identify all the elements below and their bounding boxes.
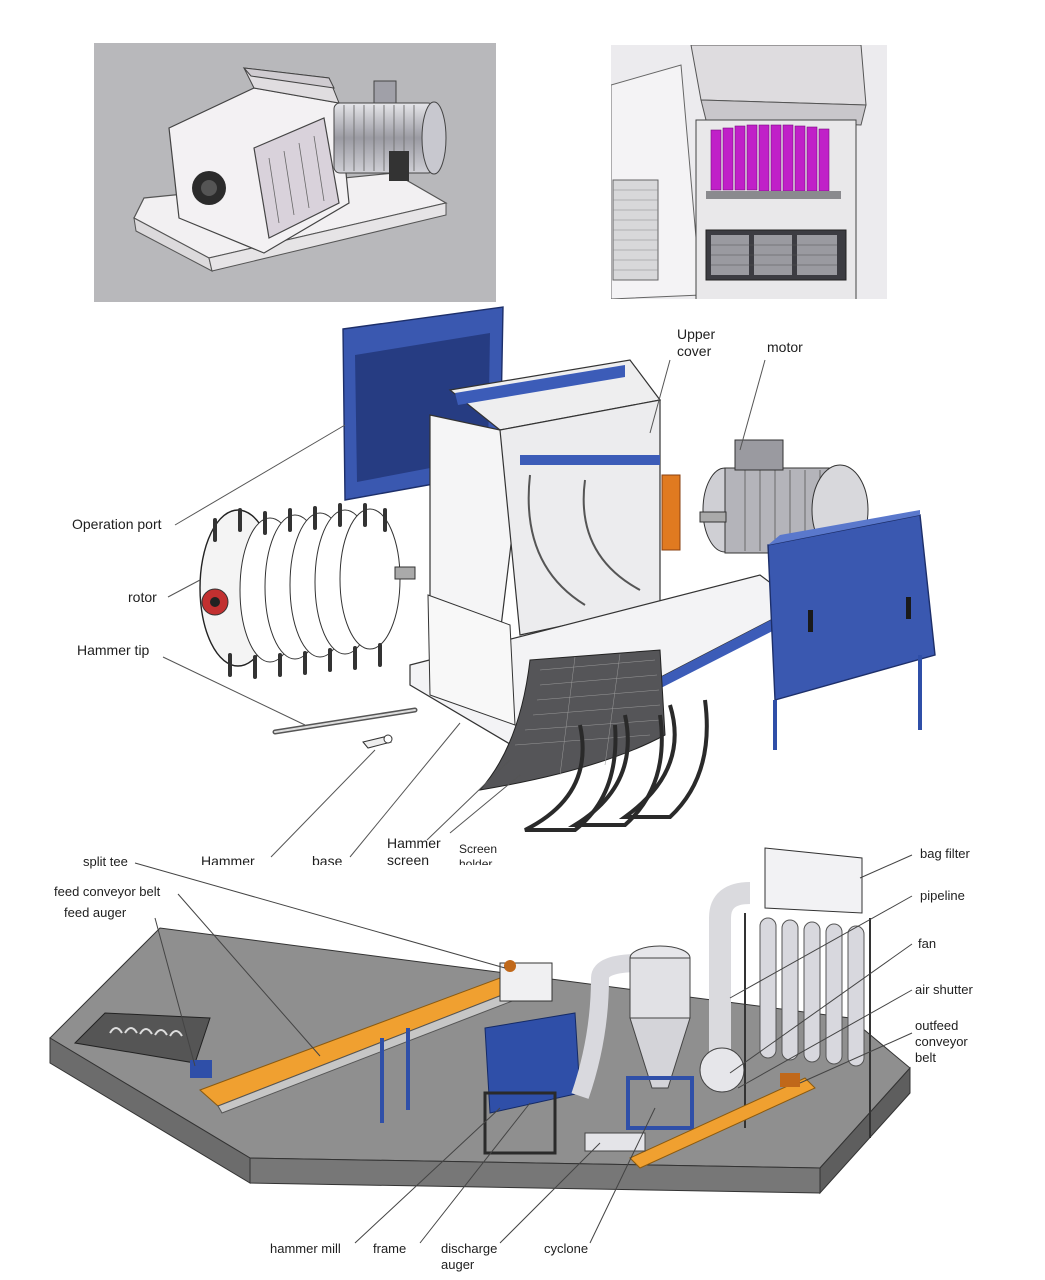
label-feed-conveyor-belt: feed conveyor belt [54,884,161,899]
label-pipeline: pipeline [920,888,965,903]
label-frame: frame [373,1241,407,1256]
production-line-diagram: split tee feed conveyor belt feed auger … [0,838,1045,1280]
label-air-shutter: air shutter [915,982,973,997]
label-screen-holder: Screen holder [459,842,498,865]
label-discharge-auger: discharge auger [441,1241,498,1272]
label-feed-auger: feed auger [64,905,127,920]
label-hammer: Hammer [201,853,255,865]
label-outfeed-conveyor-belt: outfeed conveyor belt [915,1018,968,1065]
label-fan: fan [918,936,937,951]
label-split-tee: split tee [83,854,128,869]
label-hammer-screen: Hammer screen [387,835,441,865]
label-hammer-mill: hammer mill [270,1241,341,1256]
label-rotor: rotor [128,589,157,605]
label-hammer-tip: Hammer tip [77,642,150,658]
label-bag-filter: bag filter [920,846,970,861]
hammer-mill-render-cutaway [611,45,887,299]
label-cyclone: cyclone [544,1241,589,1256]
label-base: base [312,853,343,865]
exploded-view-diagram: Operation port rotor Hammer tip Hammer b… [0,305,1045,865]
label-motor: motor [767,339,803,355]
label-operation-port: Operation port [72,516,162,532]
label-upper-cover: Upper cover [677,326,716,359]
hammer-mill-render-assembled [94,43,496,302]
